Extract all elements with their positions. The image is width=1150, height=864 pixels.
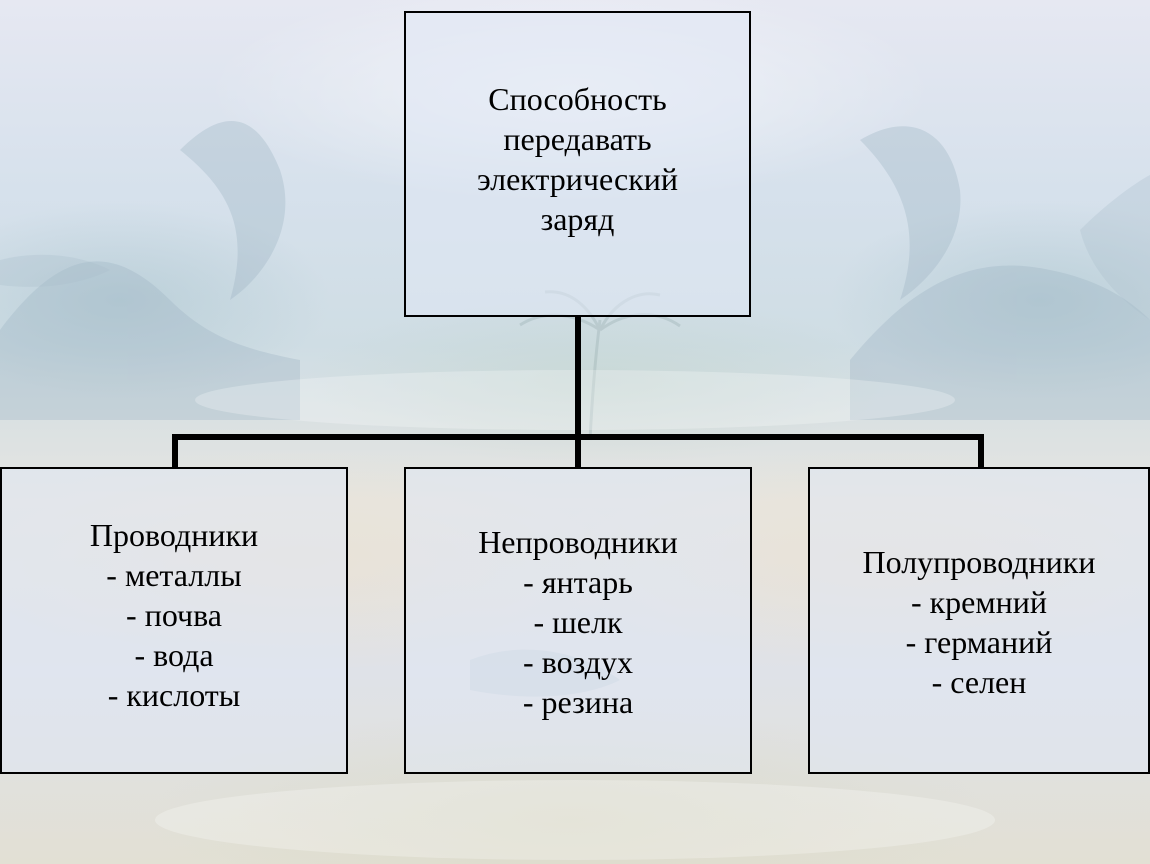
node-insulators: Непроводники - янтарь - шелк - воздух - … — [404, 467, 752, 774]
node-item: - металлы — [106, 556, 242, 593]
node-title: Проводники — [89, 516, 259, 553]
node-item: - резина — [522, 683, 634, 720]
node-item: - вода — [134, 636, 214, 673]
node-item: - кислоты — [107, 676, 241, 713]
root-node: Способность передавать электрический зар… — [404, 11, 751, 317]
node-item: - кремний — [910, 583, 1047, 620]
node-title: Непроводники — [478, 523, 678, 560]
node-item: - янтарь — [523, 563, 633, 600]
root-line: электрический — [476, 161, 679, 197]
node-item: - селен — [931, 663, 1027, 700]
root-line: Способность — [488, 81, 667, 117]
node-semiconductors: Полупроводники - кремний - германий - се… — [808, 467, 1150, 774]
node-title: Полупроводники — [862, 543, 1096, 580]
root-line: заряд — [540, 201, 615, 237]
node-item: - почва — [126, 596, 222, 633]
root-line: передавать — [503, 121, 652, 157]
node-item: - германий — [905, 623, 1053, 660]
node-item: - шелк — [533, 603, 623, 640]
node-item: - воздух — [523, 643, 633, 680]
node-conductors: Проводники - металлы - почва - вода - ки… — [0, 467, 348, 774]
